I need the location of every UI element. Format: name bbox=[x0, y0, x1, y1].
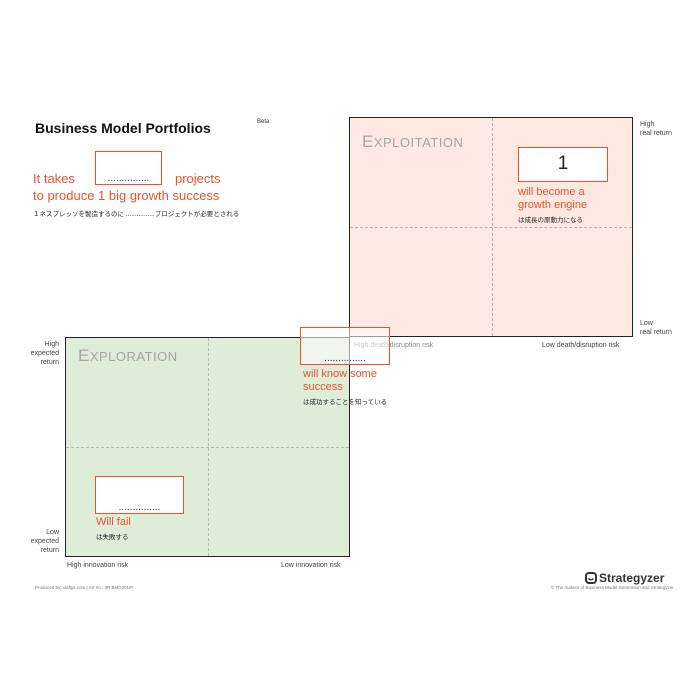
exploitation-value: 1 bbox=[557, 153, 569, 174]
intro-prefix: It takes bbox=[33, 171, 75, 186]
exploitation-caption-jp: は成長の原動力になる bbox=[518, 217, 583, 224]
strategyzer-logo: Strategyzer bbox=[585, 571, 664, 585]
page-title: Business Model Portfolios bbox=[35, 120, 211, 136]
exploration-h-divider bbox=[66, 447, 349, 448]
intro-line2: to produce 1 big growth success bbox=[33, 188, 220, 203]
exploration-blank-box[interactable]: ............... bbox=[95, 476, 184, 514]
exploration-y-low: Low expected return bbox=[30, 529, 59, 554]
exploitation-x-right: Low death/disruption risk bbox=[542, 342, 620, 349]
exploration-panel: EXPLORATION bbox=[65, 337, 350, 557]
middle-blank-dots: ............... bbox=[324, 353, 366, 364]
exploitation-title: EXPLOITATION bbox=[362, 132, 464, 151]
exploration-caption: Will fail bbox=[96, 516, 131, 528]
exploitation-value-box[interactable]: 1 bbox=[518, 147, 608, 182]
exploration-blank-dots: ............... bbox=[118, 502, 161, 513]
exploitation-caption-1: will become a bbox=[518, 186, 585, 198]
strategyzer-logo-icon bbox=[585, 572, 597, 584]
middle-caption-1: will know some bbox=[303, 368, 377, 380]
exploitation-caption-2: growth engine bbox=[518, 199, 588, 211]
exploration-x-left: High innovation risk bbox=[67, 562, 129, 569]
intro-blank-box[interactable]: ............... bbox=[95, 151, 162, 185]
footer-tagline: © The makers of Business Model Generatio… bbox=[551, 585, 674, 590]
exploitation-y-high: High real return bbox=[640, 121, 672, 137]
exploitation-x-left: High death/disruption risk bbox=[354, 342, 433, 349]
middle-caption-2: success bbox=[303, 381, 343, 393]
exploration-y-high: High expected return bbox=[30, 341, 59, 366]
strategyzer-logo-text: Strategyzer bbox=[599, 571, 665, 585]
beta-badge: Beta bbox=[257, 119, 270, 125]
footer-credit: Produced by: xlaftys.com | Art no.: 3R B… bbox=[35, 585, 134, 590]
middle-caption-jp: は成功することを知っている bbox=[303, 399, 388, 406]
intro-jp: １ネスプレッソを製造するのに ................プロジェクトが必要… bbox=[33, 211, 240, 218]
intro-blank-dots: ............... bbox=[107, 173, 150, 184]
exploration-x-right: Low innovation risk bbox=[281, 562, 341, 569]
exploitation-y-low: Low real return bbox=[640, 320, 672, 336]
exploration-title: EXPLORATION bbox=[78, 346, 178, 365]
exploitation-h-divider bbox=[350, 227, 632, 228]
intro-suffix: projects bbox=[175, 171, 221, 186]
middle-blank-box[interactable]: ............... bbox=[300, 327, 390, 365]
exploration-caption-jp: は失敗する bbox=[96, 534, 129, 541]
